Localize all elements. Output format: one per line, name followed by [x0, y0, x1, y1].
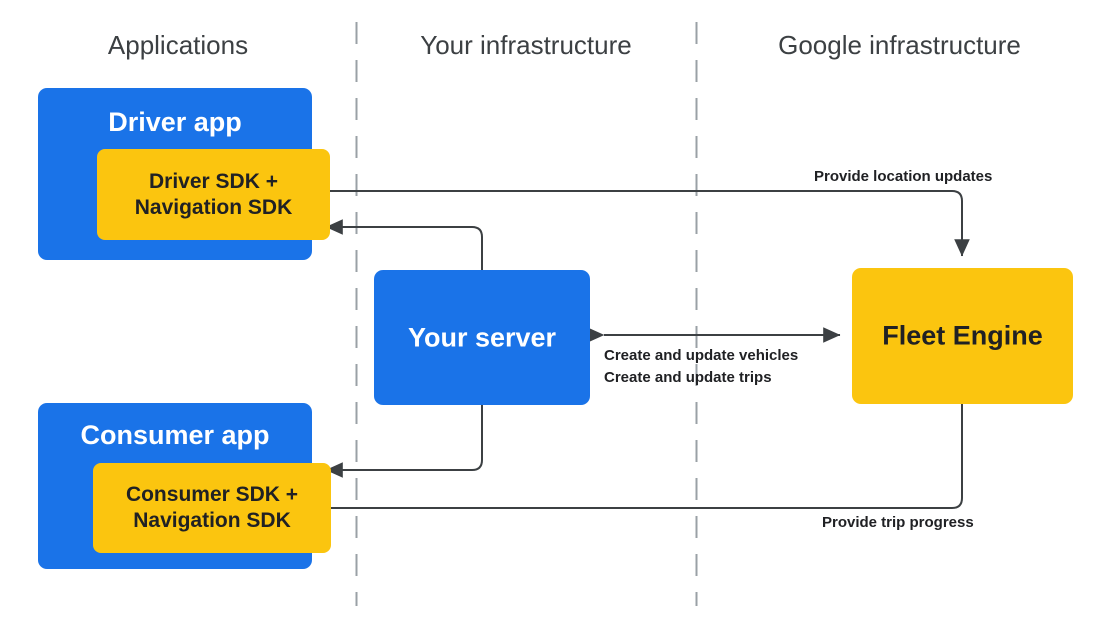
consumer-sdk-line-1: Consumer SDK + — [125, 483, 299, 507]
driver-sdk-box[interactable]: Driver SDK + Navigation SDK — [97, 149, 330, 240]
driver-sdk-line-1: Driver SDK + — [149, 169, 278, 193]
column-header-applications: Applications — [0, 30, 356, 61]
column-header-google-infrastructure-label: Google infrastructure — [778, 30, 1021, 60]
node-driver-app-title: Driver app — [108, 107, 242, 137]
column-header-your-infrastructure: Your infrastructure — [356, 30, 696, 61]
node-driver-app[interactable]: Driver app Driver SDK + Navigation SDK — [38, 88, 330, 260]
node-consumer-app[interactable]: Consumer app Consumer SDK + Navigation S… — [38, 403, 331, 569]
node-fleet-engine-title: Fleet Engine — [882, 320, 1043, 351]
edge-label-trip-progress-text: Provide trip progress — [822, 514, 974, 531]
edge-label-server-fleet-engine-line-1: Create and update vehicles — [604, 347, 799, 364]
consumer-sdk-box[interactable]: Consumer SDK + Navigation SDK — [93, 463, 331, 553]
edge-label-location-updates: Provide location updates — [700, 166, 1103, 188]
edge-server-to-driver — [325, 219, 483, 270]
edge-label-location-updates-text: Provide location updates — [814, 168, 993, 185]
column-header-applications-label: Applications — [107, 30, 249, 60]
edge-label-server-fleet-engine-line-2: Create and update trips — [604, 368, 772, 386]
driver-sdk-line-2: Navigation SDK — [134, 195, 293, 219]
edge-server-to-consumer — [325, 405, 483, 478]
node-your-server[interactable]: Your server — [374, 270, 590, 405]
node-fleet-engine[interactable]: Fleet Engine — [852, 268, 1073, 404]
consumer-sdk-line-2: Navigation SDK — [133, 509, 291, 532]
edge-label-trip-progress: Provide trip progress — [822, 512, 974, 534]
node-your-server-title: Your server — [407, 322, 557, 352]
edge-location-updates — [292, 190, 970, 257]
column-header-your-infrastructure-label: Your infrastructure — [420, 30, 632, 60]
edge-trip-progress — [306, 404, 963, 516]
edge-label-server-fleet-engine: Create and update vehicles Create and up… — [604, 345, 798, 389]
node-consumer-app-title: Consumer app — [80, 420, 270, 450]
column-header-google-infrastructure: Google infrastructure — [696, 30, 1103, 61]
